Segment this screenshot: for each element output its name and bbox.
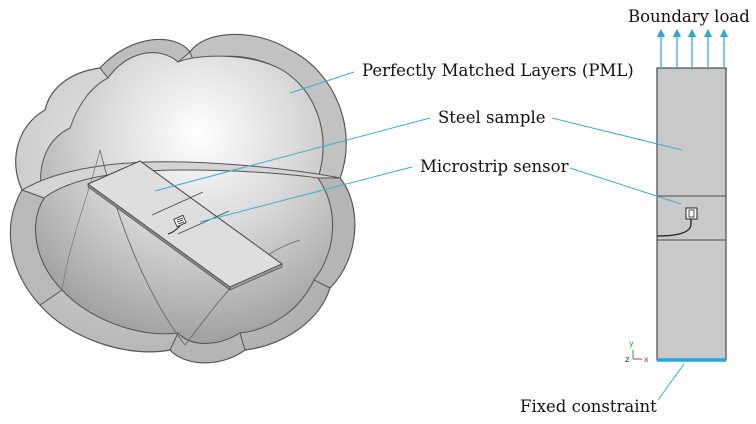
- axis-y-label: y: [629, 339, 634, 348]
- axis-x-label: x: [644, 355, 649, 364]
- steel-sample-3d: [87, 160, 283, 291]
- cross-section-2d: [656, 67, 727, 362]
- sensor-chip-icon: [656, 207, 698, 237]
- leader-pml: [289, 71, 355, 94]
- steel-plate-edge-right: [229, 263, 283, 291]
- sensor-region-line-1: [151, 191, 204, 216]
- axis-z-label: z: [625, 355, 630, 364]
- sensor-chip-icon: [167, 214, 187, 235]
- leader-lines: [154, 71, 685, 401]
- leader-fixed: [657, 363, 685, 401]
- pml-right-lobe-face: [313, 177, 356, 289]
- axis-triad-icon: [632, 350, 642, 360]
- leader-sensor-right: [569, 167, 682, 205]
- pml-left-lobe-face: [10, 189, 63, 306]
- pml-label: Perfectly Matched Layers (PML): [362, 61, 634, 80]
- sensor-region-line-2: [177, 210, 230, 235]
- leader-steel-right: [551, 117, 683, 151]
- microstrip-sensor-label: Microstrip sensor: [420, 157, 569, 176]
- fixed-constraint-label: Fixed constraint: [520, 397, 657, 416]
- leader-steel-left: [154, 117, 431, 192]
- boundary-load-label: Boundary load: [628, 7, 750, 26]
- steel-sample-label: Steel sample: [438, 108, 546, 127]
- pml-seam-arc-3: [61, 149, 101, 291]
- leader-sensor-left: [199, 166, 413, 223]
- boundary-load-arrows: [656, 28, 729, 67]
